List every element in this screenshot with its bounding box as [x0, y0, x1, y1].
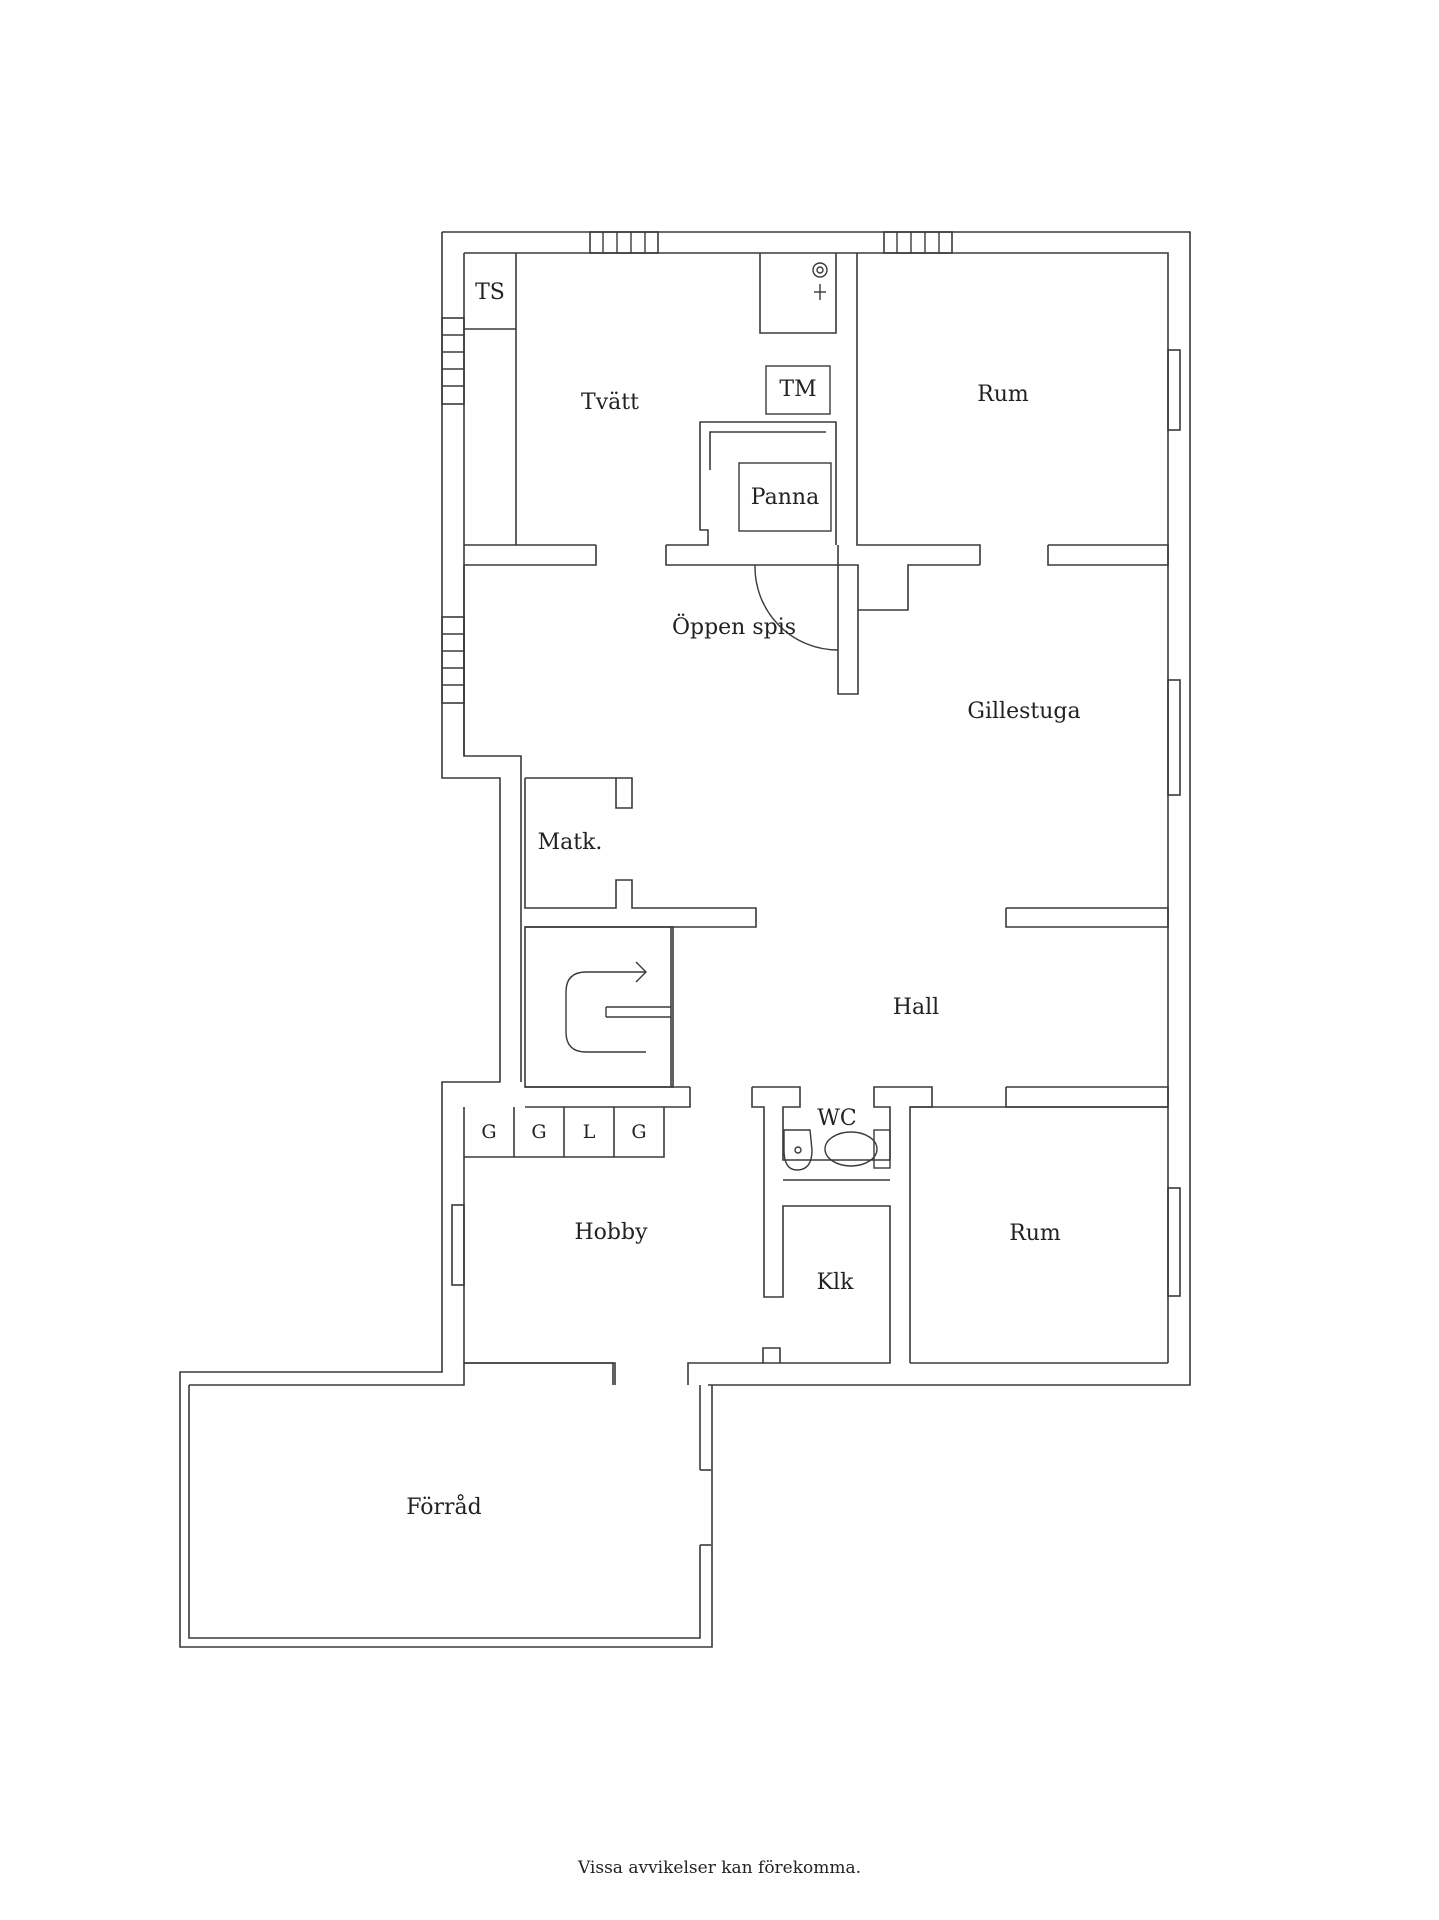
outer-walls: [179, 231, 1191, 1648]
room-label-gillestuga: Gillestuga: [967, 699, 1080, 724]
cabinet-label-g3: G: [631, 1121, 646, 1143]
cabinet-label-g2: G: [531, 1121, 546, 1143]
gillestuga-walls: [463, 545, 597, 756]
cabinet-label-g1: G: [481, 1121, 496, 1143]
room-label-hobby: Hobby: [574, 1220, 648, 1245]
disclaimer-text: Vissa avvikelser kan förekomma.: [577, 1858, 862, 1878]
room-label-rum-bottom: Rum: [1009, 1221, 1061, 1246]
room-label-wc: WC: [817, 1106, 856, 1131]
windows: [441, 231, 1181, 1546]
cabinet-label-l: L: [583, 1121, 596, 1143]
lower-walls: [464, 1106, 1168, 1385]
room-label-tm: TM: [779, 377, 816, 402]
storage-cabinets: [463, 1107, 665, 1363]
room-label-oppen-spis: Öppen spis: [672, 613, 796, 640]
room-label-rum-top: Rum: [977, 382, 1029, 407]
room-label-forrad: Förråd: [406, 1493, 482, 1520]
room-label-hall: Hall: [893, 995, 939, 1020]
room-label-klk: Klk: [817, 1270, 854, 1295]
room-label-matk: Matk.: [538, 830, 603, 855]
matk-walls: [524, 777, 757, 928]
oppen-spis-area: [754, 564, 980, 695]
room-label-tvatt: Tvätt: [581, 390, 639, 415]
stair: [524, 926, 691, 1108]
tvatt-area: [464, 253, 839, 566]
room-label-ts: TS: [475, 280, 505, 305]
rum-top-walls: [856, 253, 1169, 566]
hall-walls: [1005, 907, 1169, 1108]
room-label-panna: Panna: [751, 485, 819, 510]
